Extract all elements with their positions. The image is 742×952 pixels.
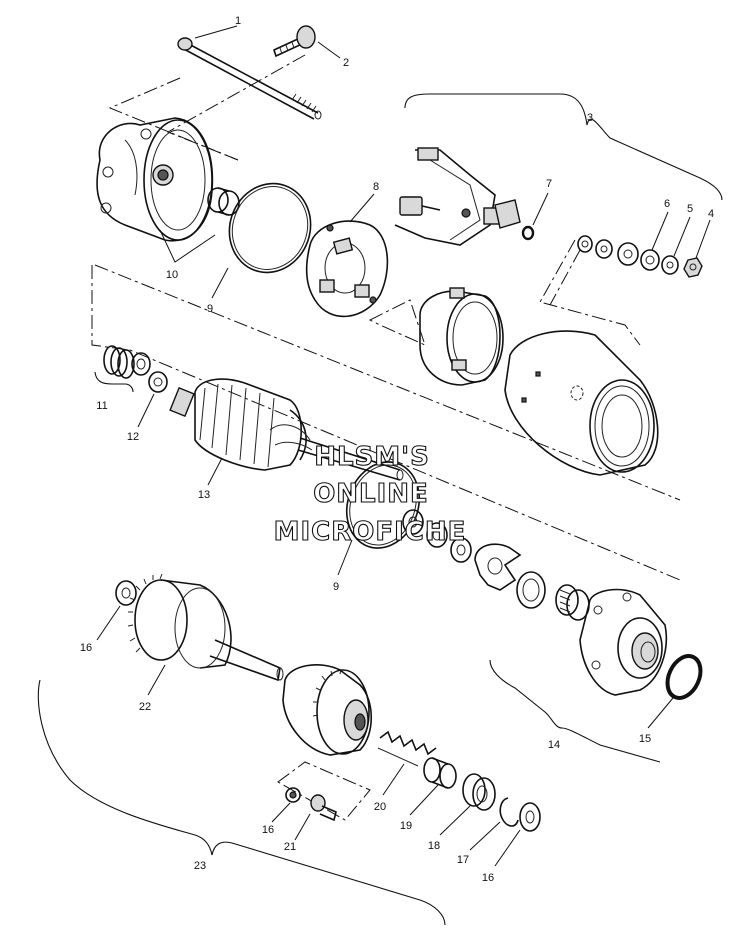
o-ring-lower (346, 461, 420, 549)
through-bolt (177, 37, 322, 120)
callout-19: 19 (400, 820, 412, 832)
washer-right (519, 802, 541, 832)
callout-9-lower: 9 (333, 581, 339, 593)
spring-washers (103, 345, 151, 379)
lock-washer (661, 255, 679, 275)
callout-1: 1 (235, 15, 241, 27)
callout-6: 6 (664, 198, 670, 210)
gear-shaft (127, 573, 284, 682)
callout-16-left: 16 (80, 642, 92, 654)
watermark-line-3: MICROFICHE (274, 517, 467, 547)
callout-16-small: 16 (262, 824, 274, 836)
callout-21: 21 (284, 841, 296, 853)
o-ring-small (521, 225, 535, 241)
callout-23: 23 (194, 860, 206, 872)
watermark: HLSM'S ONLINE MICROFICHE (273, 441, 467, 547)
callout-10: 10 (166, 269, 178, 281)
needle-bearing (555, 584, 590, 621)
callout-14: 14 (548, 739, 560, 751)
washer-small (285, 787, 301, 803)
callout-11: 11 (96, 400, 107, 412)
callout-13: 13 (198, 489, 210, 501)
washer-left (115, 580, 137, 606)
lock-plate (474, 543, 522, 591)
o-ring-upper (228, 182, 312, 274)
thrust-washer (148, 371, 168, 393)
insulator (494, 199, 521, 229)
brush-holder-sleeve (419, 287, 504, 386)
callout-16-right: 16 (482, 872, 494, 884)
brush-plate (305, 220, 389, 318)
callout-15: 15 (639, 733, 651, 745)
collar (462, 773, 496, 811)
callout-22: 22 (139, 701, 151, 713)
stopper-pin (310, 794, 337, 822)
o-ring-rear (665, 654, 703, 700)
screw (273, 25, 316, 58)
callout-5: 5 (687, 203, 693, 215)
callout-8: 8 (373, 181, 379, 193)
callout-9-upper: 9 (207, 303, 213, 315)
callout-2: 2 (343, 57, 349, 69)
callout-17: 17 (457, 854, 469, 866)
shim-washers (402, 509, 472, 563)
callout-4: 4 (708, 208, 714, 220)
washer-set (577, 235, 660, 271)
nut (683, 257, 703, 278)
brush-terminal (399, 196, 471, 218)
callout-12: 12 (127, 431, 139, 443)
callout-20: 20 (374, 801, 386, 813)
spring (377, 730, 437, 767)
callout-3: 3 (587, 112, 593, 124)
yoke (504, 330, 659, 476)
rear-housing (579, 588, 667, 696)
bearing (516, 571, 546, 609)
sleeve (423, 757, 457, 789)
front-housing (96, 117, 214, 242)
pinion-clutch (282, 664, 372, 756)
snap-ring (499, 797, 519, 827)
watermark-line-1: HLSM'S (314, 442, 430, 472)
callout-18: 18 (428, 840, 440, 852)
armature (169, 378, 404, 481)
watermark-line-2: ONLINE (313, 479, 429, 509)
callout-7: 7 (546, 178, 552, 190)
